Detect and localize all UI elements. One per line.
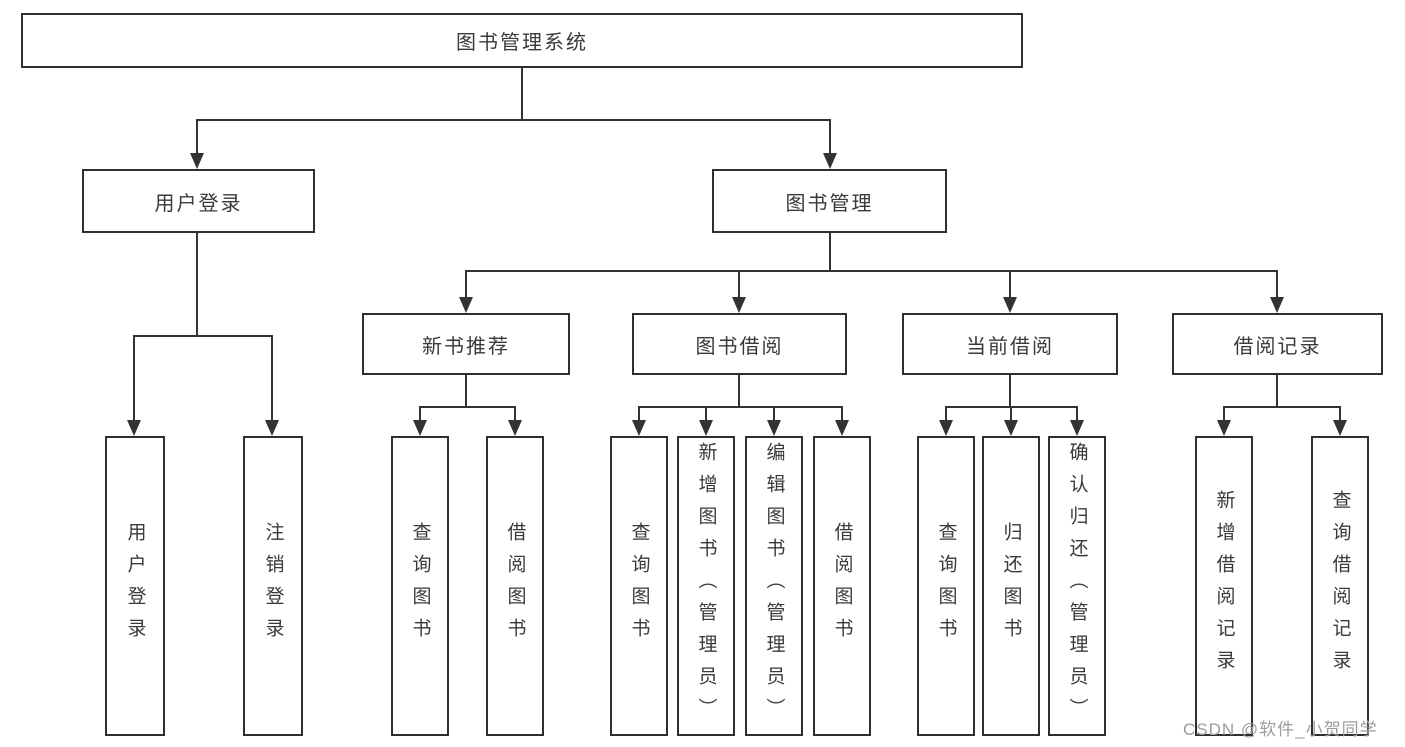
leaf-return-books: 归还图书 [982, 436, 1040, 736]
connector-line [521, 68, 523, 120]
leaf-query-books-recommend: 查询图书 [391, 436, 449, 736]
leaf-query-books-borrowing: 查询图书 [610, 436, 668, 736]
connector-line [1339, 406, 1341, 423]
node-current-borrowing: 当前借阅 [902, 313, 1118, 375]
connector-line [1009, 375, 1011, 407]
connector-line [1223, 406, 1340, 408]
connector-line [829, 119, 831, 155]
node-user-login: 用户登录 [82, 169, 315, 233]
connector-line [638, 406, 640, 423]
leaf-query-borrow-record: 查询借阅记录 [1311, 436, 1369, 736]
arrowhead-down-icon [1270, 297, 1284, 313]
arrowhead-down-icon [767, 420, 781, 436]
connector-line [705, 406, 707, 423]
arrowhead-down-icon [823, 153, 837, 169]
connector-line [945, 406, 947, 423]
arrowhead-down-icon [632, 420, 646, 436]
connector-line [1009, 270, 1011, 298]
connector-line [133, 335, 135, 422]
node-new-book-recommendation: 新书推荐 [362, 313, 570, 375]
arrowhead-down-icon [1003, 297, 1017, 313]
leaf-borrow-books: 借阅图书 [813, 436, 871, 736]
connector-line [773, 406, 775, 423]
connector-line [1276, 375, 1278, 407]
connector-line [419, 406, 515, 408]
connector-line [1010, 406, 1012, 423]
node-book-borrowing: 图书借阅 [632, 313, 847, 375]
arrowhead-down-icon [413, 420, 427, 436]
arrowhead-down-icon [1333, 420, 1347, 436]
leaf-query-books-current: 查询图书 [917, 436, 975, 736]
node-book-management: 图书管理 [712, 169, 947, 233]
connector-line [196, 119, 198, 155]
arrowhead-down-icon [1070, 420, 1084, 436]
connector-line [271, 335, 273, 422]
leaf-logout: 注销登录 [243, 436, 303, 736]
arrowhead-down-icon [1217, 420, 1231, 436]
connector-line [466, 270, 1278, 272]
connector-line [514, 406, 516, 423]
arrowhead-down-icon [835, 420, 849, 436]
connector-line [133, 335, 273, 337]
leaf-borrow-books-recommend: 借阅图书 [486, 436, 544, 736]
arrowhead-down-icon [1004, 420, 1018, 436]
arrowhead-down-icon [732, 297, 746, 313]
connector-line [196, 233, 198, 336]
connector-line [841, 406, 843, 423]
node-root-library-management-system: 图书管理系统 [21, 13, 1023, 68]
connector-line [829, 233, 831, 271]
connector-line [1076, 406, 1078, 423]
arrowhead-down-icon [508, 420, 522, 436]
node-borrowing-records: 借阅记录 [1172, 313, 1383, 375]
leaf-add-borrow-record: 新增借阅记录 [1195, 436, 1253, 736]
connector-line [465, 270, 467, 298]
connector-line [465, 375, 467, 407]
arrowhead-down-icon [699, 420, 713, 436]
connector-line [419, 406, 421, 423]
leaf-confirm-return-admin: 确认归还（管理员） [1048, 436, 1106, 736]
connector-line [738, 270, 740, 298]
arrowhead-down-icon [939, 420, 953, 436]
connector-line [738, 375, 740, 407]
connector-line [196, 119, 831, 121]
watermark: CSDN @软件_小贺同学 [1183, 720, 1378, 739]
connector-line [1276, 270, 1278, 298]
arrowhead-down-icon [127, 420, 141, 436]
leaf-edit-books-admin: 编辑图书（管理员） [745, 436, 803, 736]
connector-line [1223, 406, 1225, 423]
arrowhead-down-icon [459, 297, 473, 313]
connector-line [638, 406, 843, 408]
arrowhead-down-icon [190, 153, 204, 169]
arrowhead-down-icon [265, 420, 279, 436]
leaf-user-login: 用户登录 [105, 436, 165, 736]
leaf-add-books-admin: 新增图书（管理员） [677, 436, 735, 736]
